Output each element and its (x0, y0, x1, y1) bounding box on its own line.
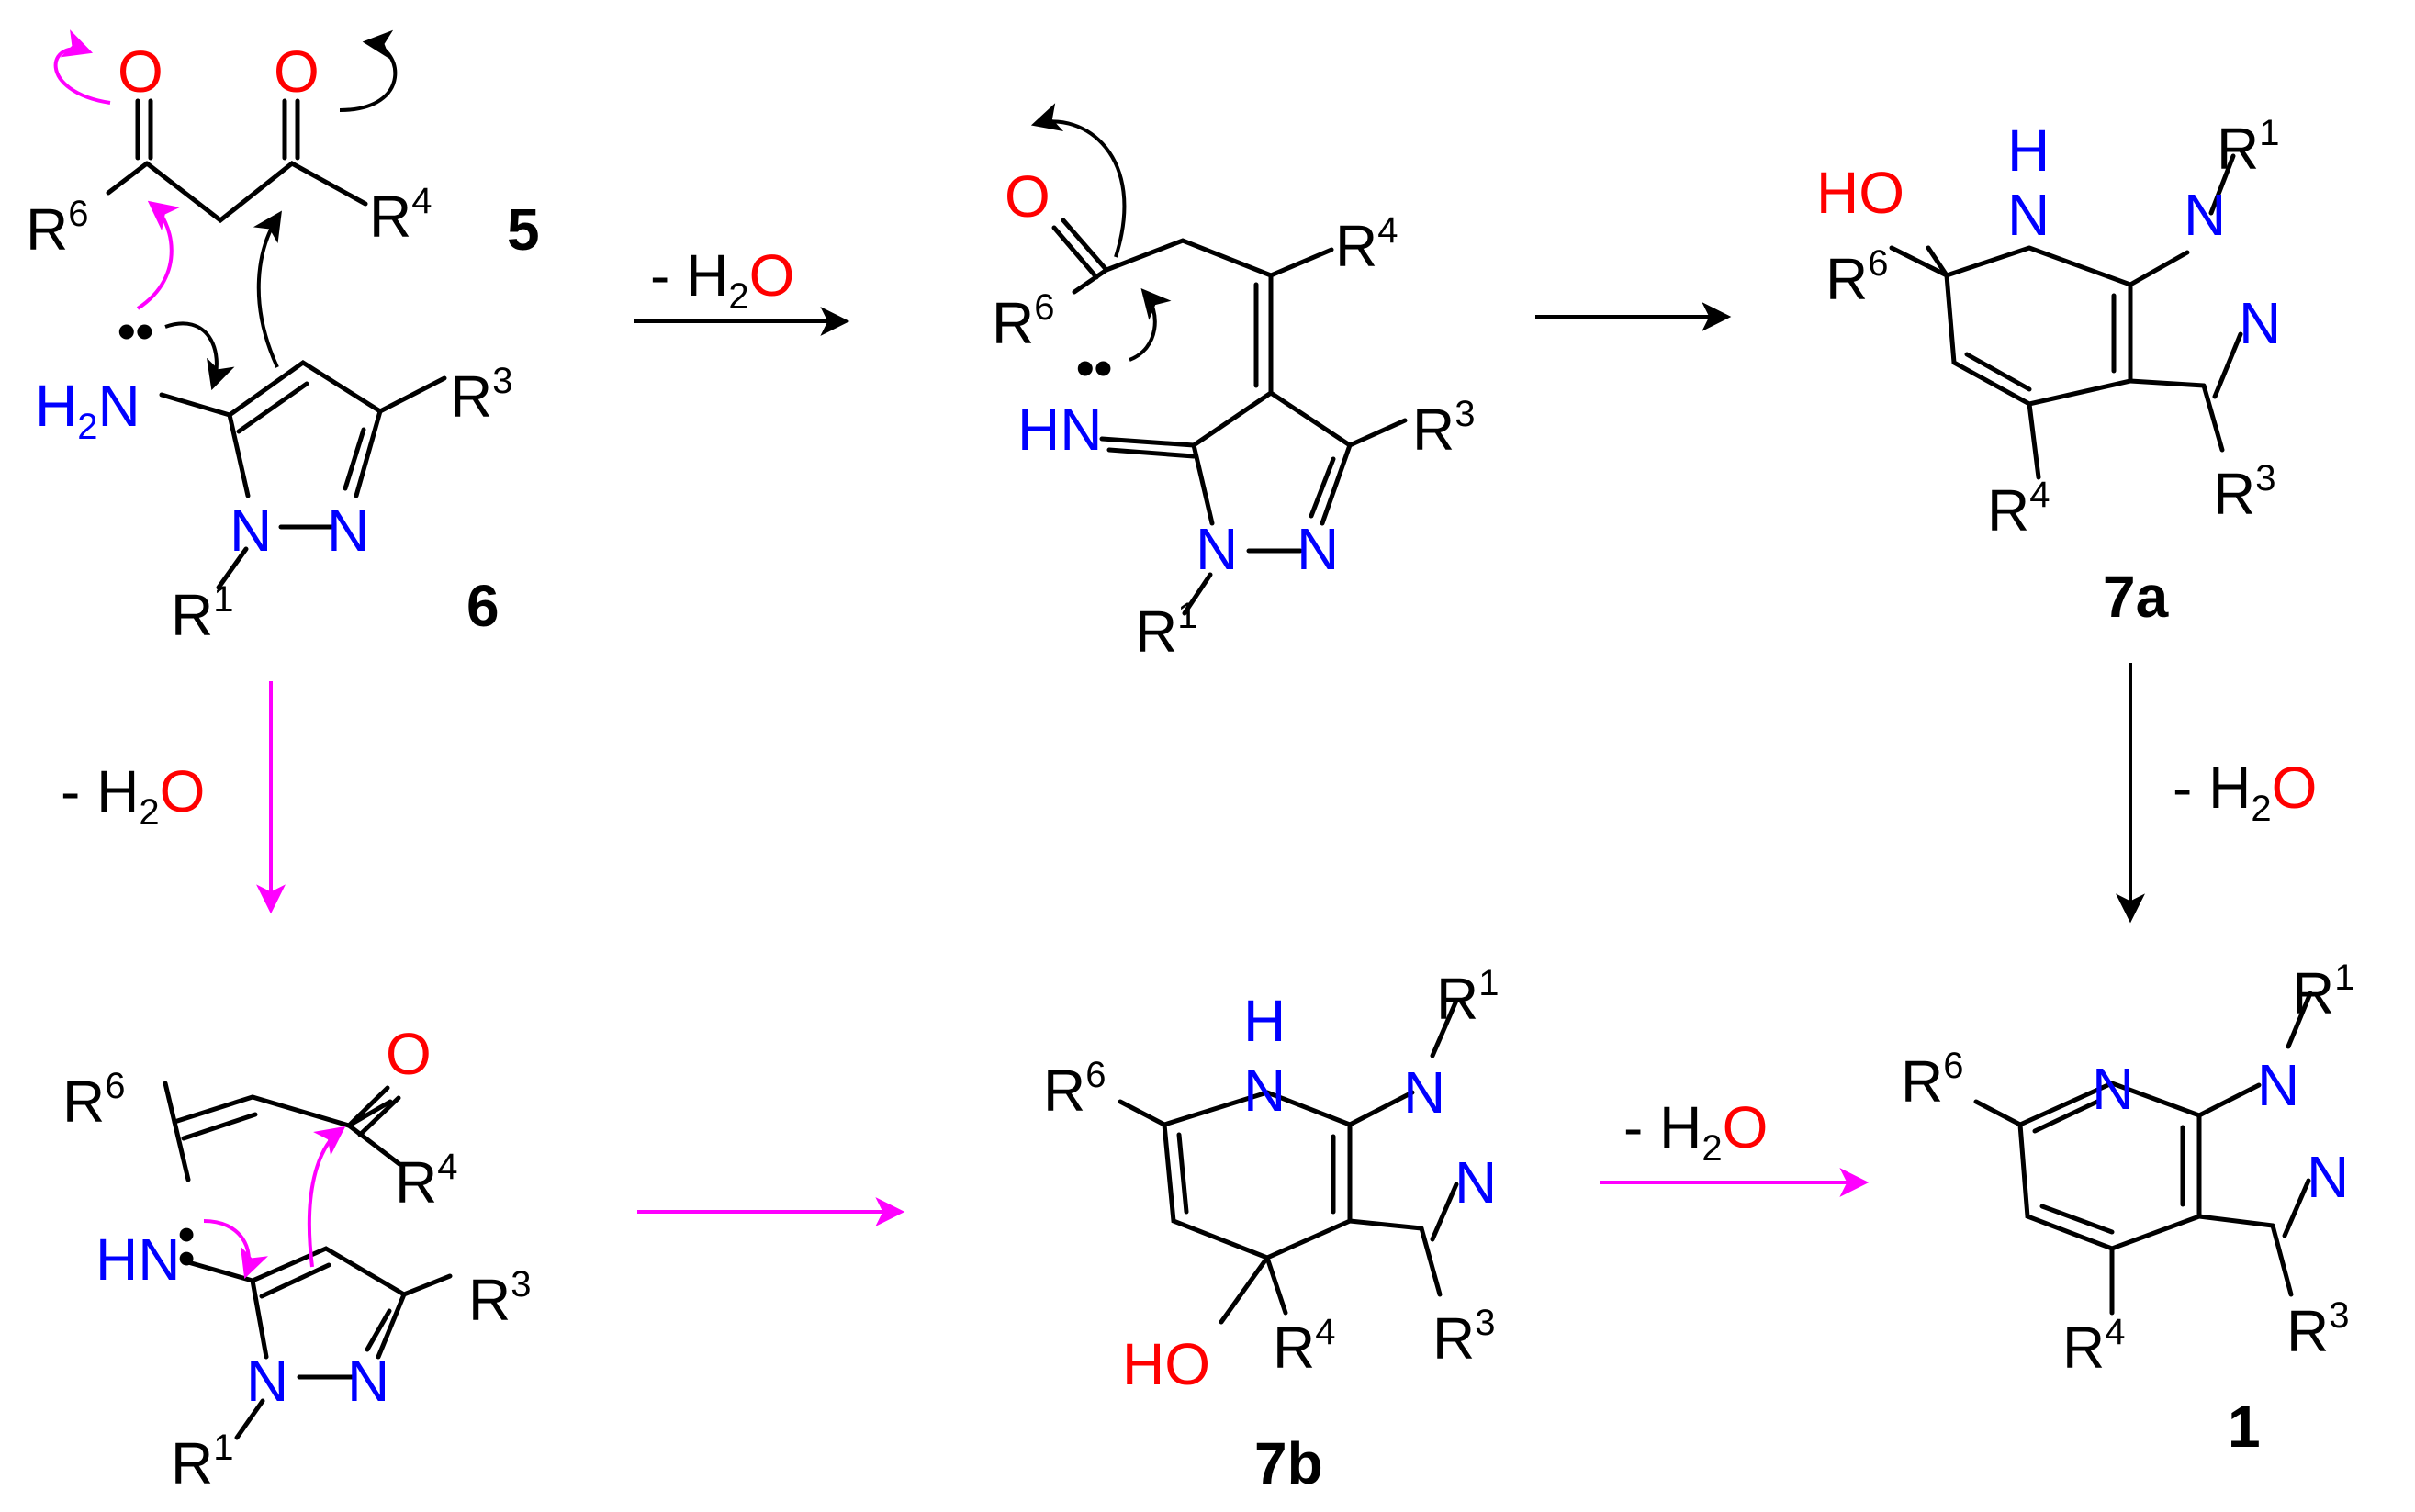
hydroxyl-7a: HO (1816, 160, 1904, 226)
compound-label-7a: 7a (2103, 564, 2169, 630)
curved-arrow-black-lonepair (164, 321, 235, 391)
r4-7a: R4 (1987, 475, 2050, 543)
r1-1: R1 (2292, 958, 2354, 1026)
carbonyl-oxygen-intermediate: O (1005, 163, 1050, 230)
carbonyl-oxygen-left: O (118, 39, 163, 105)
curved-arrow-magenta-oxygen (53, 29, 111, 105)
reaction-arrow-top-1: - H2O (634, 242, 850, 336)
pyrazole-n1-7b: N (1403, 1059, 1445, 1126)
r1-enamine: R1 (171, 1428, 233, 1496)
compound-label-7b: 7b (1254, 1430, 1323, 1496)
lone-pair-amine: •• (118, 302, 153, 360)
pyrazole-n2-7a: N (2239, 290, 2281, 356)
hydroxyl-7b: HO (1122, 1331, 1210, 1397)
enamine-intermediate-structure: O R6 R4 HN •• N N R3 R1 (62, 1021, 531, 1496)
nh-nitrogen-7b: N (1243, 1058, 1286, 1124)
amine-nh2: H2N (35, 373, 140, 447)
pyrazole-n1: N (230, 498, 272, 564)
pyrazole-n2-1: N (2307, 1144, 2349, 1210)
r6-1: R6 (1901, 1046, 1963, 1114)
curved-arrow-black-carbonyl (1030, 103, 1127, 258)
compound-6-structure: H2N •• N N R3 R1 6 (35, 200, 512, 648)
reaction-arrow-left-vertical: - H2O (61, 681, 286, 914)
r1-7a: R1 (2217, 113, 2279, 182)
r3-substituent: R3 (450, 361, 512, 430)
compound-label-6: 6 (466, 573, 500, 639)
pyrazole-n2: N (327, 498, 369, 564)
compound-7a-structure: HO H N N N R6 R1 R4 R3 7a (1816, 113, 2281, 630)
lone-pair-enamine: •• (178, 1208, 195, 1285)
r4-substituent: R4 (369, 181, 432, 250)
compound-7b-structure: H N N N R6 R1 HO R4 R3 7b (1043, 963, 1499, 1496)
condition-minus-water-left: - H2O (61, 758, 205, 833)
compound-5-structure: O O R6 R4 5 (26, 29, 540, 263)
pyrazole-n2-intermediate: N (1297, 516, 1339, 582)
nh-hydrogen-7b: H (1243, 988, 1286, 1054)
r6-intermediate: R6 (992, 287, 1054, 356)
curved-arrow-black-cyclization (1129, 287, 1172, 362)
r1-intermediate: R1 (1135, 596, 1197, 665)
carbonyl-oxygen-enamine: O (386, 1021, 432, 1087)
nh-hydrogen-7a: H (2007, 118, 2050, 184)
imine-hn: HN (1017, 397, 1102, 463)
r1-7b: R1 (1436, 963, 1499, 1032)
carbonyl-oxygen-right: O (274, 39, 320, 105)
curved-arrow-magenta-lonepair (203, 1219, 269, 1280)
pyrazole-n2-enamine: N (347, 1348, 389, 1414)
condition-minus-water-bottom: - H2O (1623, 1094, 1768, 1169)
pyrazole-n1-intermediate: N (1196, 516, 1238, 582)
reaction-arrow-right-vertical: - H2O (2116, 663, 2317, 924)
curved-arrow-black-oxygen (339, 29, 398, 112)
r6-enamine: R6 (62, 1066, 125, 1135)
r3-7a: R3 (2213, 458, 2275, 527)
r6-7b: R6 (1043, 1055, 1106, 1124)
r6-substituent: R6 (26, 194, 88, 263)
pyrazole-n2-7b: N (1455, 1149, 1497, 1215)
r4-intermediate: R4 (1335, 210, 1398, 279)
curved-arrow-black-enamine (253, 210, 282, 368)
r3-enamine: R3 (468, 1264, 531, 1333)
r3-1: R3 (2286, 1295, 2349, 1364)
condition-minus-water-right: - H2O (2173, 755, 2317, 829)
curved-arrow-magenta-attack (136, 200, 180, 310)
lone-pair-imine: •• (1076, 339, 1112, 397)
r1-substituent: R1 (171, 579, 233, 648)
reaction-arrow-bottom-2: - H2O (1600, 1094, 1870, 1197)
r4-7b: R4 (1273, 1312, 1335, 1381)
pyrazole-n1-1: N (2257, 1052, 2299, 1118)
curved-arrow-magenta-cyclization (307, 1126, 346, 1268)
r4-1: R4 (2062, 1312, 2125, 1381)
compound-label-5: 5 (507, 196, 540, 263)
imine-intermediate-structure: O R6 R4 HN •• N N R3 R1 (992, 103, 1475, 665)
pyridine-n-1: N (2092, 1056, 2134, 1122)
compound-1-structure: N N N R6 R1 R4 R3 1 (1901, 958, 2354, 1460)
r3-intermediate: R3 (1412, 394, 1475, 463)
condition-minus-water-1: - H2O (650, 242, 794, 317)
pyrazole-n1-7a: N (2184, 182, 2226, 248)
pyrazole-n1-enamine: N (246, 1348, 288, 1414)
enamine-hn: HN (95, 1226, 180, 1293)
r3-7b: R3 (1432, 1303, 1495, 1372)
nh-nitrogen-7a: N (2007, 182, 2050, 248)
r6-7a: R6 (1825, 243, 1888, 312)
compound-label-1: 1 (2228, 1394, 2261, 1460)
r4-enamine: R4 (395, 1147, 457, 1215)
